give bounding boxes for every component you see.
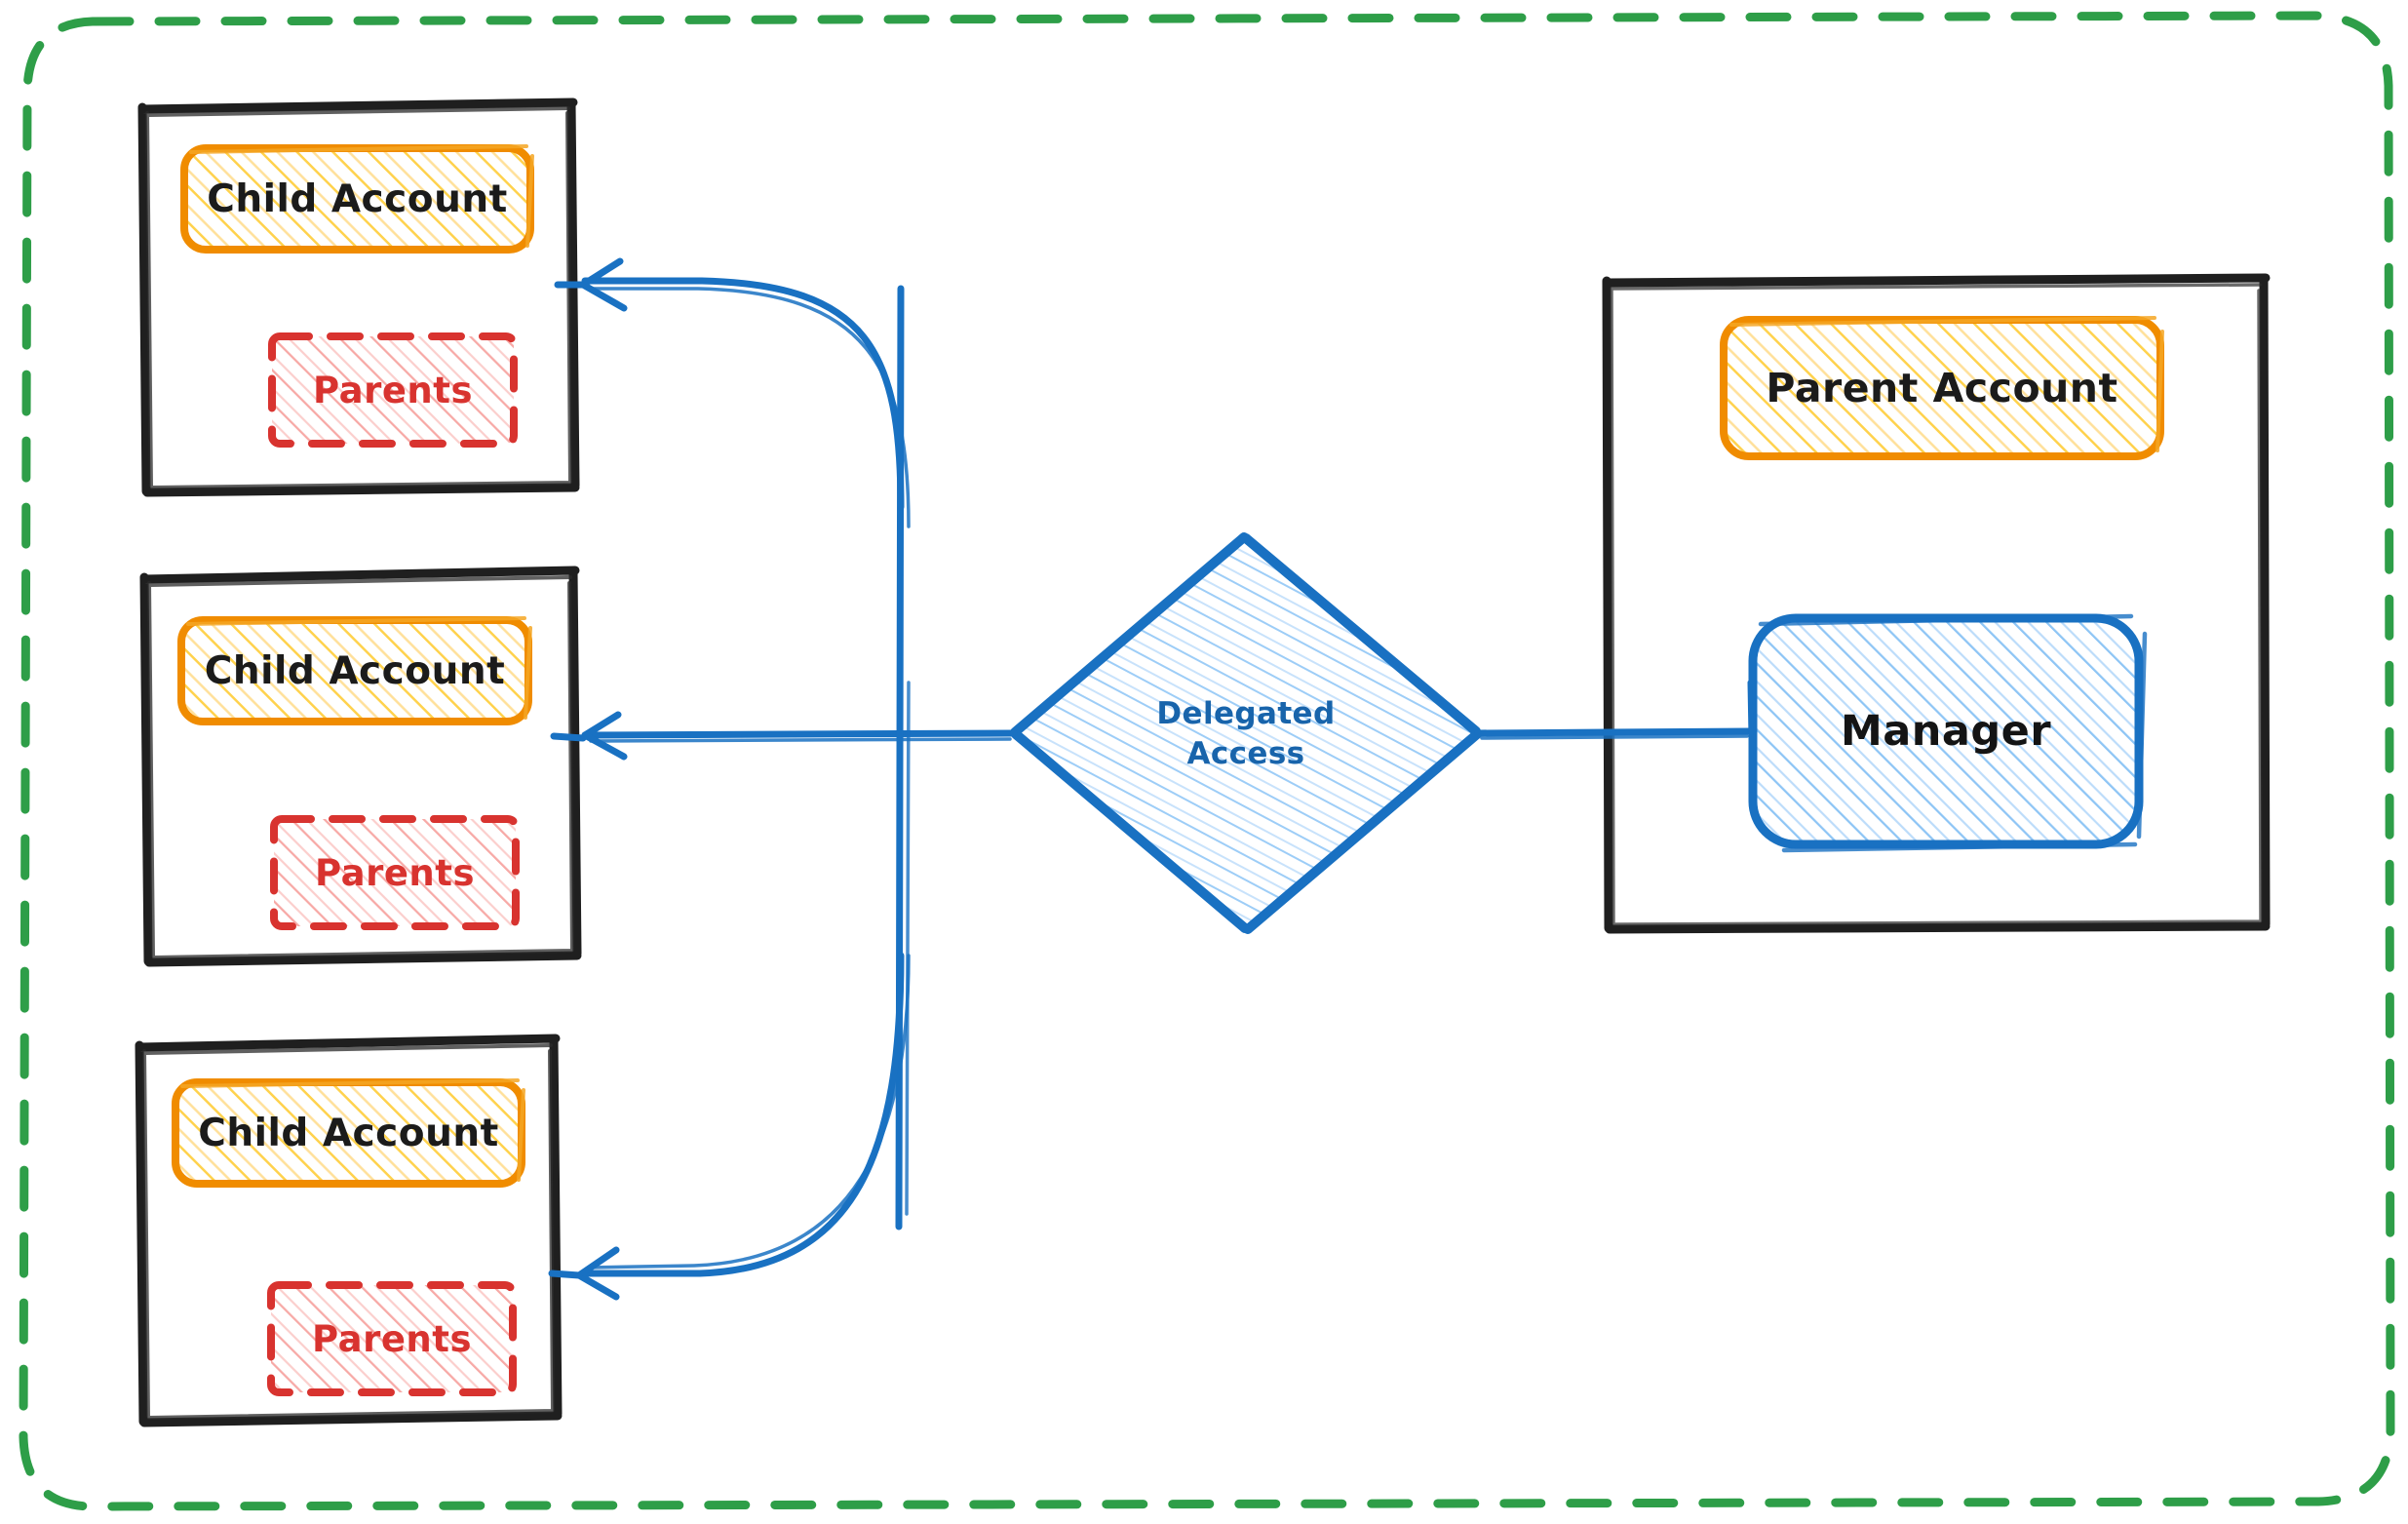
outer-boundary	[19, 11, 2395, 1511]
connector-delegated-to-child-3	[548, 952, 911, 1301]
parents-chip-2[interactable]	[270, 815, 520, 930]
child-account-container-2[interactable]	[139, 566, 582, 967]
parent-account-chip[interactable]	[1720, 316, 2164, 460]
manager-chip[interactable]	[1748, 613, 2148, 853]
child-account-chip-2[interactable]	[177, 616, 532, 725]
delegated-access-diamond[interactable]	[1010, 532, 1482, 934]
child-account-container-1[interactable]	[137, 98, 580, 497]
connector-manager-to-delegated	[1474, 680, 1757, 793]
connector-delegated-to-child-1	[554, 257, 911, 528]
connector-delegated-to-child-2	[550, 711, 1018, 761]
parent-account-container[interactable]	[1602, 273, 2271, 934]
parents-chip-3[interactable]	[267, 1281, 517, 1396]
parents-chip-1[interactable]	[268, 332, 518, 448]
child-account-chip-3[interactable]	[172, 1078, 525, 1188]
child-account-container-3[interactable]	[135, 1034, 563, 1427]
child-account-chip-1[interactable]	[180, 144, 534, 254]
